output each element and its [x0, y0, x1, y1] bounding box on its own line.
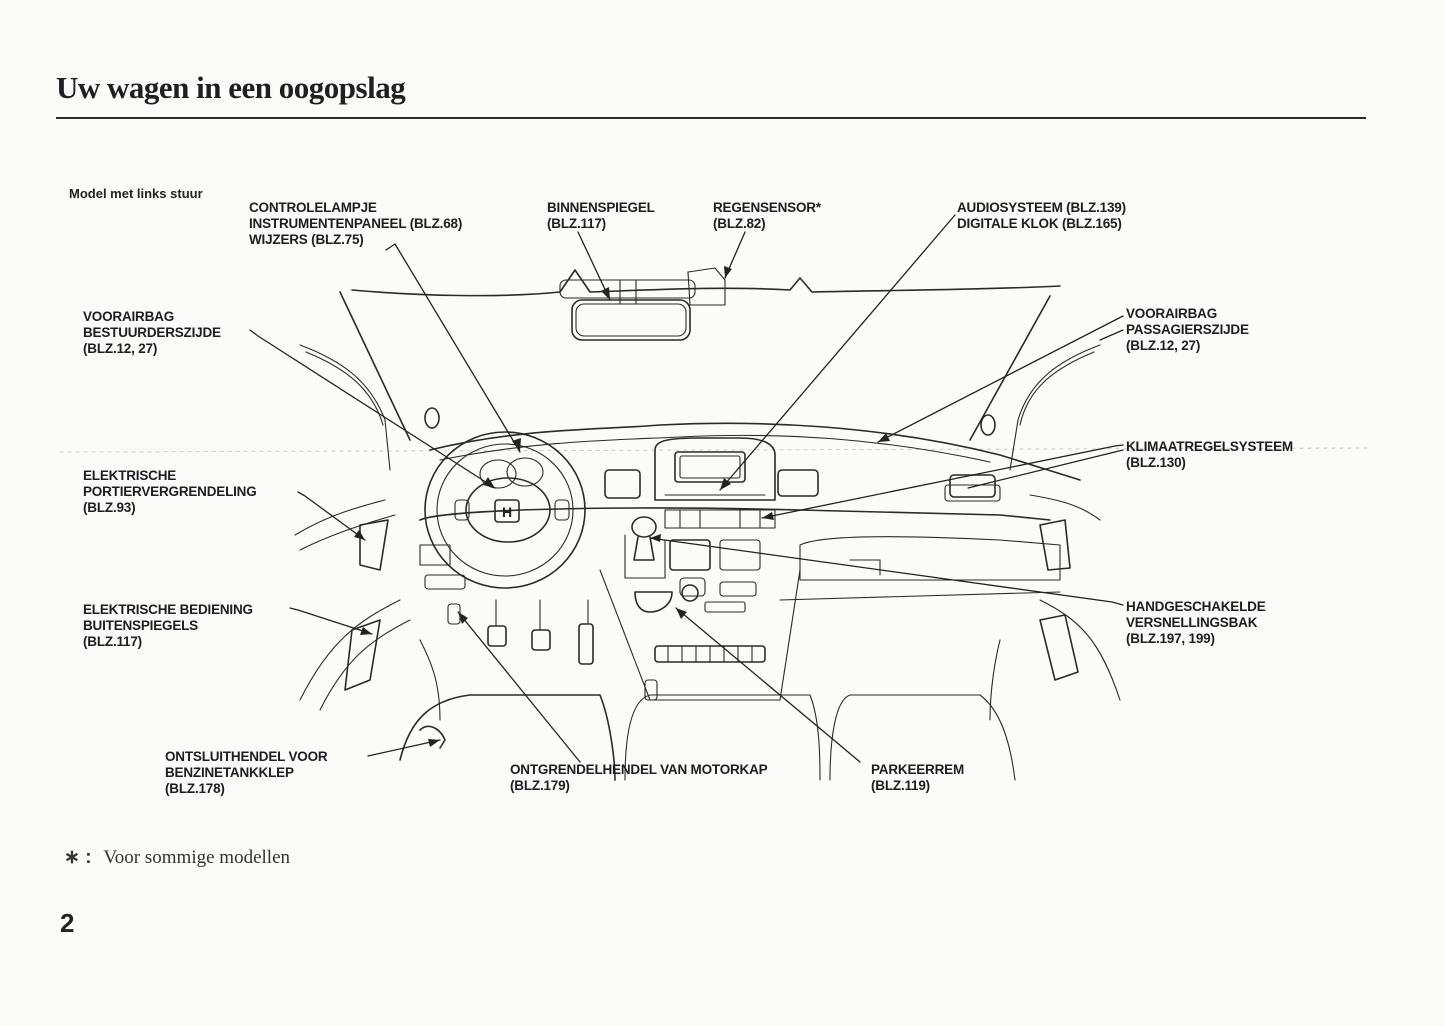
page-number: 2	[60, 908, 75, 938]
right-tweeter	[980, 414, 996, 436]
label-line: BINNENSPIEGEL	[547, 200, 655, 215]
label-line: PASSAGIERSZIJDE	[1126, 322, 1249, 337]
label-binnenspiegel: BINNENSPIEGEL (BLZ.117)	[547, 200, 655, 232]
left-door	[294, 499, 441, 721]
label-line: (BLZ.117)	[83, 634, 142, 649]
label-line: AUDIOSYSTEEM (BLZ.139)	[957, 200, 1126, 215]
label-line: VOORAIRBAG	[1126, 306, 1218, 321]
label-line: DIGITALE KLOK (BLZ.165)	[957, 216, 1122, 231]
label-benzinetankklep: ONTSLUITHENDEL VOOR BENZINETANKKLEP (BLZ…	[165, 749, 328, 797]
footnote-text: Voor sommige modellen	[103, 847, 290, 868]
label-line: INSTRUMENTENPANEEL (BLZ.68)	[249, 216, 463, 231]
label-line: (BLZ.12, 27)	[83, 341, 158, 356]
label-voorairbag-bestuurder: VOORAIRBAG BESTUURDERSZIJDE (BLZ.12, 27)	[83, 309, 221, 357]
model-subtitle: Model met links stuur	[69, 186, 203, 201]
headliner-edge	[351, 269, 1061, 297]
footnote: ∗ : Voor sommige modellen	[64, 846, 290, 869]
asterisk-symbol: ∗ :	[64, 847, 92, 868]
label-line: (BLZ.12, 27)	[1126, 338, 1201, 353]
hood-release-lever	[447, 603, 461, 625]
label-line: (BLZ.119)	[871, 778, 930, 793]
leader-lines	[249, 214, 1124, 763]
label-line: HANDGESCHAKELDE	[1126, 599, 1266, 614]
rain-sensor-housing	[687, 267, 726, 306]
label-parkeerrem: PARKEERREM (BLZ.119)	[871, 762, 964, 794]
title-divider	[56, 117, 1366, 119]
label-line: ONTSLUITHENDEL VOOR	[165, 749, 328, 764]
label-line: KLIMAATREGELSYSTEEM	[1126, 439, 1293, 454]
label-controlelampje: CONTROLELAMPJE INSTRUMENTENPANEEL (BLZ.6…	[249, 200, 462, 248]
label-klimaatregelsysteem: KLIMAATREGELSYSTEEM (BLZ.130)	[1126, 439, 1293, 471]
label-line: WIJZERS (BLZ.75)	[249, 232, 364, 247]
label-line: REGENSENSOR*	[713, 200, 821, 215]
label-line: BESTUURDERSZIJDE	[83, 325, 221, 340]
label-line: CONTROLELAMPJE	[249, 200, 377, 215]
label-portiervergrendeling: ELEKTRISCHE PORTIERVERGRENDELING (BLZ.93…	[83, 468, 257, 516]
pedals	[487, 599, 594, 665]
label-motorkap: ONTGRENDELHENDEL VAN MOTORKAP (BLZ.179)	[510, 762, 768, 794]
label-line: (BLZ.179)	[510, 778, 570, 793]
label-line: (BLZ.130)	[1126, 455, 1186, 470]
glovebox	[799, 536, 1061, 581]
label-line: ELEKTRISCHE	[83, 468, 177, 483]
label-line: (BLZ.197, 199)	[1126, 631, 1215, 646]
label-line: VOORAIRBAG	[83, 309, 175, 324]
label-buitenspiegels: ELEKTRISCHE BEDIENING BUITENSPIEGELS (BL…	[83, 602, 253, 650]
right-a-pillar	[969, 295, 1051, 441]
label-line: (BLZ.117)	[547, 216, 606, 231]
rearview-mirror	[559, 279, 696, 341]
fuel-lid-release	[419, 725, 446, 749]
label-line: (BLZ.93)	[83, 500, 136, 515]
label-line: (BLZ.178)	[165, 781, 225, 796]
label-line: (BLZ.82)	[713, 216, 766, 231]
center-vent-left	[604, 469, 641, 499]
honda-emblem: H	[502, 504, 512, 520]
center-vent-right	[777, 469, 819, 497]
center-stack	[634, 437, 776, 613]
seats	[399, 694, 616, 781]
left-tweeter	[424, 407, 440, 429]
label-line: BUITENSPIEGELS	[83, 618, 198, 633]
label-line: PORTIERVERGRENDELING	[83, 484, 257, 499]
steering-wheel: H	[424, 431, 586, 589]
label-audiosysteem: AUDIOSYSTEEM (BLZ.139) DIGITALE KLOK (BL…	[957, 200, 1126, 232]
page-title: Uw wagen in een oogopslag	[56, 70, 406, 105]
label-line: VERSNELLINGSBAK	[1126, 615, 1258, 630]
label-line: ONTGRENDELHENDEL VAN MOTORKAP	[510, 762, 768, 777]
gear-shifter	[624, 516, 666, 579]
left-a-pillar	[339, 291, 411, 441]
label-line: ELEKTRISCHE BEDIENING	[83, 602, 253, 617]
label-voorairbag-passagier: VOORAIRBAG PASSAGIERSZIJDE (BLZ.12, 27)	[1126, 306, 1249, 354]
label-versnellingsbak: HANDGESCHAKELDE VERSNELLINGSBAK (BLZ.197…	[1126, 599, 1266, 647]
label-line: PARKEERREM	[871, 762, 965, 777]
label-regensensor: REGENSENSOR* (BLZ.82)	[713, 200, 821, 232]
right-door	[989, 494, 1121, 721]
label-line: BENZINETANKKLEP	[165, 765, 294, 780]
